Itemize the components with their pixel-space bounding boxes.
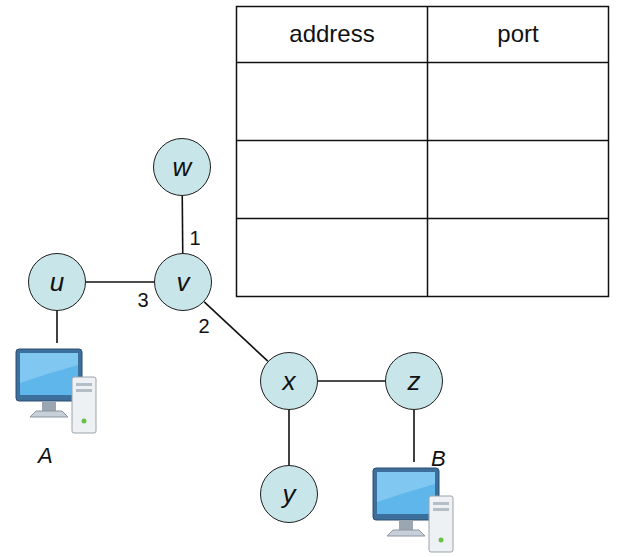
switch-node: u [28, 253, 86, 311]
port-number: 3 [137, 290, 148, 310]
host-label: A [38, 445, 53, 467]
node-label: x [283, 368, 296, 394]
link-line [57, 311, 58, 343]
table-header: port [497, 22, 538, 46]
link-line [289, 410, 290, 465]
node-label: u [50, 269, 64, 295]
host-label: B [431, 448, 446, 470]
table-header: address [289, 22, 374, 46]
node-label: z [408, 368, 421, 394]
host-computer: A [14, 343, 100, 439]
switch-node: y [260, 465, 318, 523]
link-line [318, 381, 385, 382]
switch-node: w [153, 138, 211, 196]
link-line [204, 302, 268, 361]
link-line [86, 282, 154, 283]
host-computer: B [371, 462, 457, 555]
computer-icon [371, 462, 457, 557]
node-label: y [283, 481, 296, 507]
switch-node: z [385, 352, 443, 410]
switch-node: v [154, 253, 212, 311]
port-number: 2 [198, 316, 209, 336]
link-line [182, 196, 183, 253]
node-label: v [177, 269, 190, 295]
link-line [414, 410, 415, 462]
node-label: w [173, 154, 192, 180]
switch-node: x [260, 352, 318, 410]
port-number: 1 [189, 228, 200, 248]
computer-icon [14, 343, 100, 439]
